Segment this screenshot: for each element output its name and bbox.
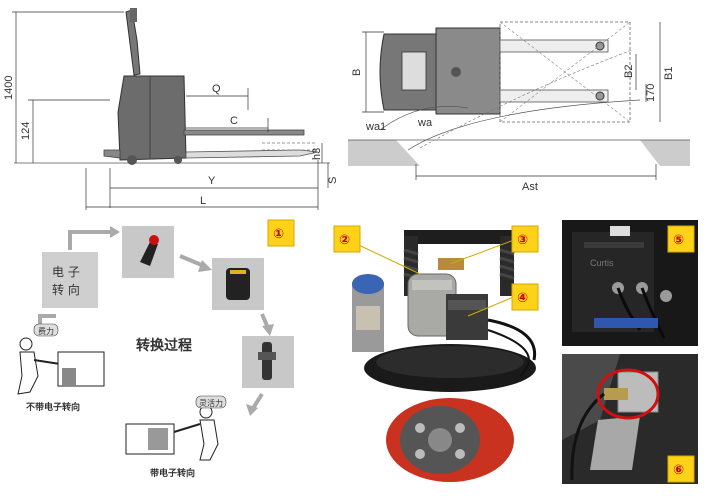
bubble-small-effort: 灵活力: [195, 395, 227, 409]
top-view-dimensions: [362, 22, 661, 180]
controller-icon: [226, 268, 250, 300]
dim-h3: h3: [311, 148, 323, 160]
dim-wa1: wa1: [365, 121, 386, 133]
dim-q: Q: [212, 83, 221, 95]
dim-l: L: [200, 195, 206, 207]
badge-4-label: ④: [517, 291, 528, 306]
dim-b: B: [351, 69, 363, 76]
drive-unit-photo: [352, 230, 537, 482]
dim-wa: wa: [417, 117, 433, 129]
bubble-big-effort: 费力: [33, 323, 59, 337]
badge-6-label: ⑥: [673, 463, 684, 478]
electronic-steering-line2: 转 向: [52, 282, 80, 297]
badge-4: [511, 283, 539, 311]
badge-5-label: ⑤: [673, 233, 684, 248]
side-view-dimensions: [12, 11, 329, 210]
sensor-highlight-ring: [596, 368, 660, 420]
dim-170: 170: [645, 84, 657, 102]
sensor-photo: ⑥: [562, 354, 698, 484]
drive-unit-callouts: ② ③ ④: [333, 225, 539, 317]
worker-without-steering-illustration: [17, 337, 105, 395]
badge-3: [511, 225, 539, 253]
badge-3-label: ③: [517, 233, 528, 248]
electronic-steering-box: [42, 252, 98, 308]
top-view-drawing: [348, 21, 690, 166]
controller-photo: Curtis ⑤: [562, 220, 698, 346]
badge-5: [667, 225, 695, 253]
process-panel: ① 电 子 转 向 转换过程: [17, 219, 295, 479]
dim-1400: 1400: [3, 76, 15, 100]
process-title: 转换过程: [136, 337, 192, 354]
badge-2: [333, 225, 361, 253]
dim-y: Y: [208, 175, 216, 187]
dim-124: 124: [20, 122, 32, 140]
dim-b1: B1: [663, 67, 675, 80]
electronic-steering-line1: 电 子: [52, 265, 80, 279]
worker-with-steering-illustration: [125, 405, 219, 461]
svg-text:灵活力: 灵活力: [199, 398, 223, 408]
svg-text:费力: 费力: [38, 326, 54, 336]
badge-1-label: ①: [273, 227, 284, 242]
label-with-steering: 带电子转向: [150, 467, 195, 479]
controller-brand: Curtis: [590, 258, 614, 268]
label-without-steering: 不带电子转向: [26, 401, 80, 413]
badge-2-label: ②: [339, 233, 350, 248]
side-view-drawing: [14, 8, 330, 165]
dim-ast: Ast: [522, 181, 538, 193]
motor-icon: [262, 342, 272, 380]
dim-b2: B2: [623, 65, 635, 78]
dim-s: S: [327, 177, 339, 184]
handle-icon: [140, 242, 158, 266]
dim-c: C: [230, 115, 238, 127]
badge-1: [267, 219, 295, 247]
badge-6: [667, 455, 695, 483]
